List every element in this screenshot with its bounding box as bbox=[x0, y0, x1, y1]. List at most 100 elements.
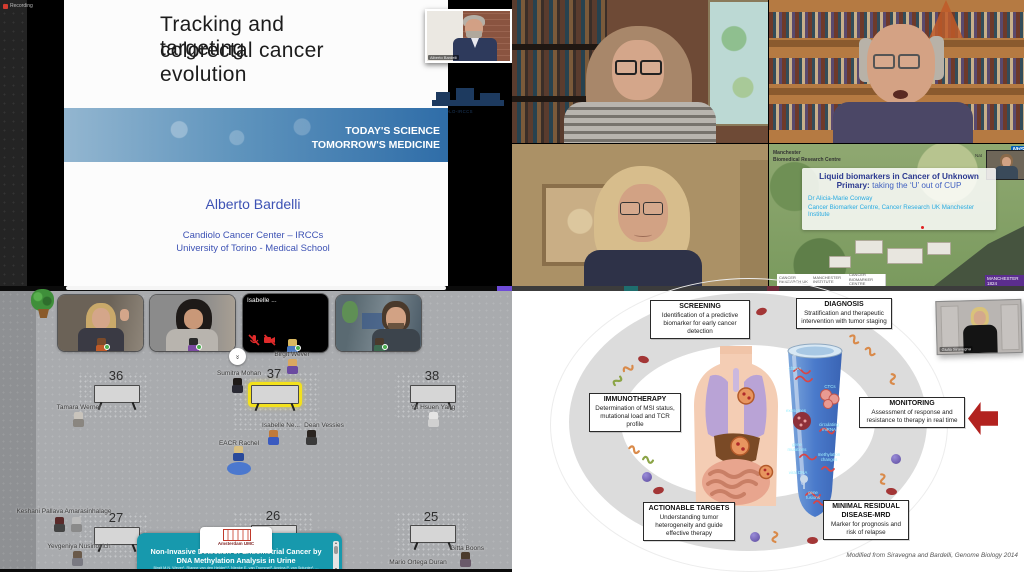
immunotherapy-box: IMMUNOTHERAPY Determination of MSI statu… bbox=[589, 393, 681, 433]
cup-slide-tile: Manchester Biomedical Research Centre Na… bbox=[769, 144, 1024, 286]
screening-box: SCREENING Identification of a predictive… bbox=[650, 300, 750, 340]
tube-label: gene fusions bbox=[806, 490, 820, 501]
dna-squiggle-icon bbox=[612, 375, 623, 387]
recording-icon bbox=[3, 3, 8, 9]
sample-tube-illustration bbox=[787, 343, 843, 517]
diagram-speaker-thumbnail[interactable]: Giulia Siravegna bbox=[935, 298, 1023, 356]
poster-number-26: 26 bbox=[265, 508, 281, 523]
player-name: Yu Hsuen Yang bbox=[410, 404, 456, 411]
mirna-squiggle-icon bbox=[864, 346, 876, 357]
popup-header-graphic bbox=[223, 529, 251, 541]
scroll-up-icon[interactable]: ▲ bbox=[334, 541, 338, 545]
participant-tile-blonde-woman[interactable] bbox=[512, 144, 768, 286]
player-name: Tamara Werner bbox=[56, 404, 102, 411]
tube-label: circulating miRNA bbox=[819, 422, 839, 433]
gather-corner-widget[interactable] bbox=[497, 286, 512, 291]
player-name: Gitta Boons bbox=[450, 545, 484, 552]
cup-title-panel: Liquid biomarkers in Cancer of Unknown P… bbox=[802, 168, 996, 230]
participant-tile-man-bookshelf[interactable] bbox=[769, 0, 1024, 143]
chevron-down-icon: ⌄ bbox=[234, 351, 241, 359]
collapse-videos-button[interactable]: ⌄ ⌄ bbox=[229, 348, 246, 365]
poster-popup-header: Amsterdam UMC bbox=[200, 527, 272, 553]
speaker-beard bbox=[466, 31, 482, 39]
participant-face bbox=[612, 40, 664, 100]
mic-off-icon bbox=[248, 334, 260, 346]
mirna-squiggle-icon bbox=[771, 530, 779, 544]
tube-label: exosomes bbox=[785, 408, 807, 413]
player-avatar-yu bbox=[427, 412, 440, 430]
diagnosis-box: DIAGNOSIS Stratification and therapeutic… bbox=[796, 298, 892, 330]
player-avatar-tamara bbox=[72, 412, 85, 428]
gather-cam-4[interactable] bbox=[336, 295, 421, 351]
popup-scrollbar[interactable]: ▲ ▼ bbox=[333, 541, 339, 571]
player-avatar-dean bbox=[305, 430, 318, 447]
participant-torso bbox=[584, 250, 702, 286]
cam3-avatar bbox=[286, 339, 302, 352]
exosome-sphere-icon bbox=[891, 454, 901, 464]
slide-banner: TODAY'S SCIENCE TOMORROW'S MEDICINE bbox=[64, 108, 448, 162]
shelf-letters bbox=[362, 313, 384, 329]
blue-rug bbox=[227, 462, 251, 475]
poster-board-38[interactable] bbox=[410, 385, 456, 403]
participant-tile-woman-map[interactable] bbox=[512, 0, 768, 143]
mirna-squiggle-icon bbox=[889, 373, 896, 386]
plant-pot-icon bbox=[38, 309, 49, 318]
poster-authors: Birgit M.N. Wever¹, Rianne van den Helde… bbox=[153, 566, 319, 570]
active-speaker-thumbnail[interactable]: Alberto Bardelli bbox=[425, 9, 512, 63]
speaker-name: Alberto Bardelli bbox=[205, 196, 301, 212]
player-name: Keshani Pallava Amarasinhalage bbox=[16, 508, 112, 515]
mirna-squiggle-icon bbox=[879, 473, 886, 485]
shelf-bar bbox=[512, 96, 607, 102]
tube-label: methylation changes bbox=[817, 452, 841, 463]
player-avatar-extra bbox=[70, 517, 83, 534]
plant-background bbox=[342, 301, 358, 323]
cup-title-line2: Primary: taking the ‘U’ out of CUP bbox=[836, 181, 962, 190]
player-avatar-keshani bbox=[53, 517, 66, 534]
university-of-manchester-logo: MANCHESTER 1824 bbox=[985, 275, 1024, 286]
poster-board-25[interactable] bbox=[410, 525, 456, 543]
chevron-down-icon: ⌄ bbox=[234, 353, 241, 361]
cup-title-line1: Liquid biomarkers in Cancer of Unknown bbox=[819, 172, 979, 181]
actionable-targets-box: ACTIONABLE TARGETS Understanding tumor h… bbox=[643, 502, 735, 542]
zoom-sidebar bbox=[0, 0, 27, 286]
red-arrow-icon bbox=[968, 402, 998, 435]
tube-label: CTCs bbox=[824, 384, 836, 389]
player-name: Sumitra Mohan bbox=[216, 370, 262, 377]
gather-cam-2[interactable] bbox=[150, 295, 235, 351]
gather-cam-3[interactable]: Isabelle ... bbox=[243, 294, 328, 352]
poster-board-36[interactable] bbox=[94, 385, 140, 403]
affiliation-line1: Candiolo Cancer Center – IRCCs bbox=[182, 230, 324, 241]
slide-title-line1: Tracking and targeting bbox=[160, 13, 285, 60]
amsterdam-umc-logo: Amsterdam UMC bbox=[217, 541, 255, 546]
human-torso-illustration bbox=[694, 346, 778, 506]
tagline-line2: TOMORROW'S MEDICINE bbox=[311, 139, 440, 151]
cup-affiliation: Cancer Biomarker Centre, Cancer Research… bbox=[808, 204, 975, 218]
monitoring-box: MONITORING Assessment of response and re… bbox=[859, 397, 965, 429]
player-name: Isabelle Ne... bbox=[262, 422, 300, 429]
manchester-institute-logo: MANCHESTER INSTITUTE bbox=[811, 274, 850, 286]
mouth-open bbox=[893, 90, 908, 99]
shelf-bar bbox=[512, 44, 607, 50]
recording-indicator: Recording bbox=[3, 3, 33, 9]
speaker-shirt bbox=[471, 38, 479, 48]
cup-speaker-thumbnail[interactable] bbox=[986, 150, 1024, 180]
player-name: Dean Vessies bbox=[304, 422, 344, 429]
blue-glasses bbox=[620, 202, 663, 215]
player-name: Mario Ortega Duran bbox=[389, 559, 447, 566]
poster-board-37-selected[interactable] bbox=[248, 382, 302, 407]
mirna-squiggle-icon bbox=[622, 364, 634, 373]
cam2-avatar bbox=[187, 338, 202, 351]
tagline-line1: TODAY'S SCIENCE bbox=[345, 125, 440, 137]
poster-number-37: 37 bbox=[266, 366, 282, 381]
scrollbar-thumb[interactable] bbox=[334, 546, 338, 554]
exosome-sphere-icon bbox=[750, 532, 760, 542]
participant-torso bbox=[564, 102, 716, 143]
brc-header: Manchester Biomedical Research Centre bbox=[773, 150, 841, 163]
beard bbox=[388, 323, 404, 330]
attribution-text: Modified from Siravegna and Bardelli, Ge… bbox=[846, 552, 1018, 559]
laser-pointer-dot bbox=[921, 226, 924, 229]
poster-number-38: 38 bbox=[424, 368, 440, 383]
gather-cam-1[interactable] bbox=[58, 295, 143, 351]
poster-preview-popup: Non-Invasive Detection of Endometrial Ca… bbox=[137, 527, 342, 572]
